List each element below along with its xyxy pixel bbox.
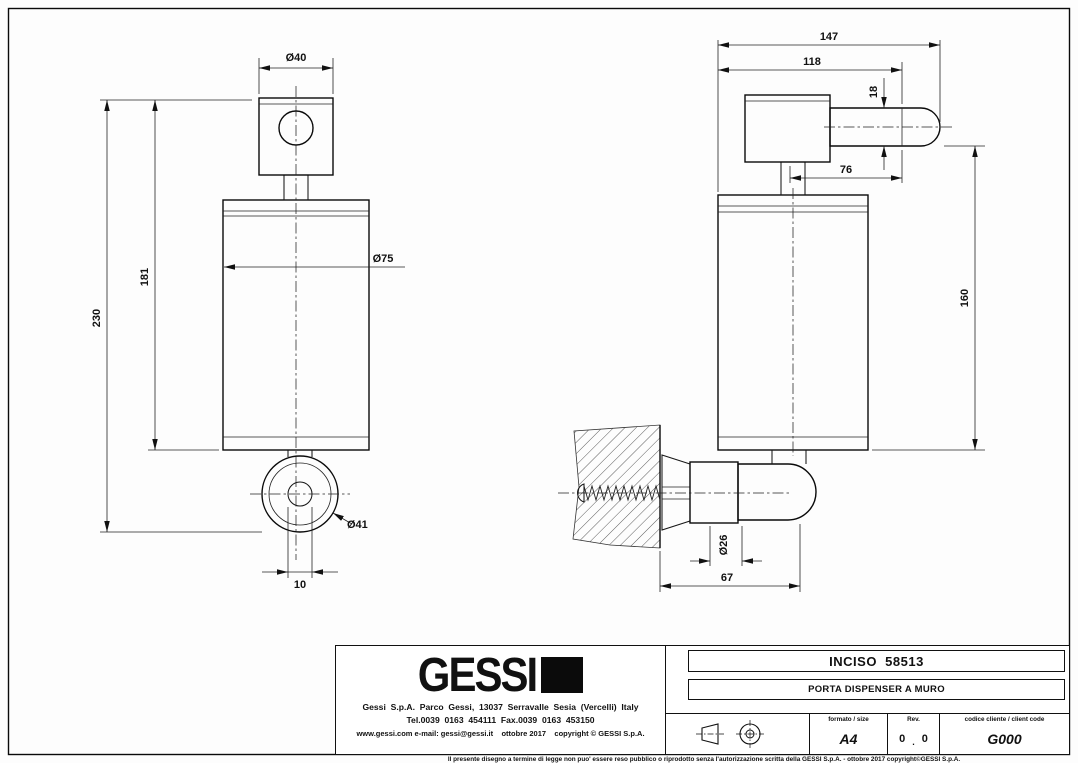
revision-cell: Rev. 0 . 0 [887, 714, 939, 754]
company-phone-fax: Tel.0039 0163 454111 Fax.0039 0163 45315… [406, 715, 595, 726]
spout-arm [829, 107, 941, 147]
client-code-label: codice cliente / client code [964, 716, 1045, 723]
company-address: Gessi S.p.A. Parco Gessi, 13037 Serraval… [362, 702, 639, 712]
product-code: INCISO 58513 [688, 650, 1065, 672]
dim-spout-height: 18 [868, 86, 880, 98]
company-web-copyright: www.gessi.com e-mail: gessi@gessi.it ott… [356, 728, 645, 738]
legal-footer-note: Il presente disegno a termine di legge n… [447, 755, 961, 763]
dim-mount-depth: 67 [721, 572, 733, 584]
side-view [558, 94, 952, 549]
dim-rosette-diameter: Ø41 [347, 519, 368, 531]
format-cell: formato / size A4 [809, 714, 887, 754]
revision-label: Rev. [907, 716, 920, 723]
title-block-bottom-row: formato / size A4 Rev. 0 . 0 codice clie… [666, 713, 1069, 754]
client-code-cell: codice cliente / client code G000 [939, 714, 1069, 754]
dim-wall-mount-diameter: Ø26 [718, 535, 730, 556]
gessi-logo: GESSI [417, 647, 584, 702]
knurled-knob-side [744, 94, 831, 163]
gessi-logo-text: GESSI [417, 647, 538, 702]
title-block-company: GESSI Gessi S.p.A. Parco Gessi, 13037 Se… [336, 646, 666, 754]
front-view [222, 86, 370, 560]
mount-arm [737, 463, 817, 521]
dim-body-height: 181 [139, 268, 151, 286]
dim-depth-total: 147 [820, 31, 838, 43]
format-label: formato / size [828, 716, 869, 723]
knurled-ferrule [689, 461, 739, 524]
front-view-dimensions: Ø40 Ø75 181 230 Ø41 10 [91, 52, 405, 591]
client-code-value: G000 [987, 730, 1022, 747]
format-value: A4 [839, 730, 858, 747]
revision-value-major: 0 [899, 732, 906, 745]
revision-value-minor: 0 [921, 732, 928, 745]
screw-head [577, 483, 585, 503]
revision-separator: . [912, 736, 915, 747]
wall-flange [661, 454, 691, 531]
dim-height-body: 160 [959, 289, 971, 307]
sheet-border [7, 7, 1071, 756]
title-block-product: INCISO 58513 PORTA DISPENSER A MURO form… [666, 646, 1069, 754]
dim-stem-width: 10 [294, 579, 306, 591]
projection-symbol-cell [666, 714, 809, 754]
dim-spout-length: 76 [840, 164, 852, 176]
first-angle-projection-icon [695, 720, 764, 748]
dim-knob-diameter: Ø40 [286, 52, 307, 64]
gessi-logo-box-icon [541, 657, 584, 693]
side-view-dimensions: 147 118 18 76 160 Ø26 [659, 31, 985, 592]
dim-body-diameter: Ø75 [373, 253, 394, 265]
product-description: PORTA DISPENSER A MURO [688, 679, 1065, 700]
dim-total-height: 230 [91, 309, 103, 327]
dim-depth-inner: 118 [803, 56, 821, 68]
title-block: GESSI Gessi S.p.A. Parco Gessi, 13037 Se… [335, 645, 1070, 755]
